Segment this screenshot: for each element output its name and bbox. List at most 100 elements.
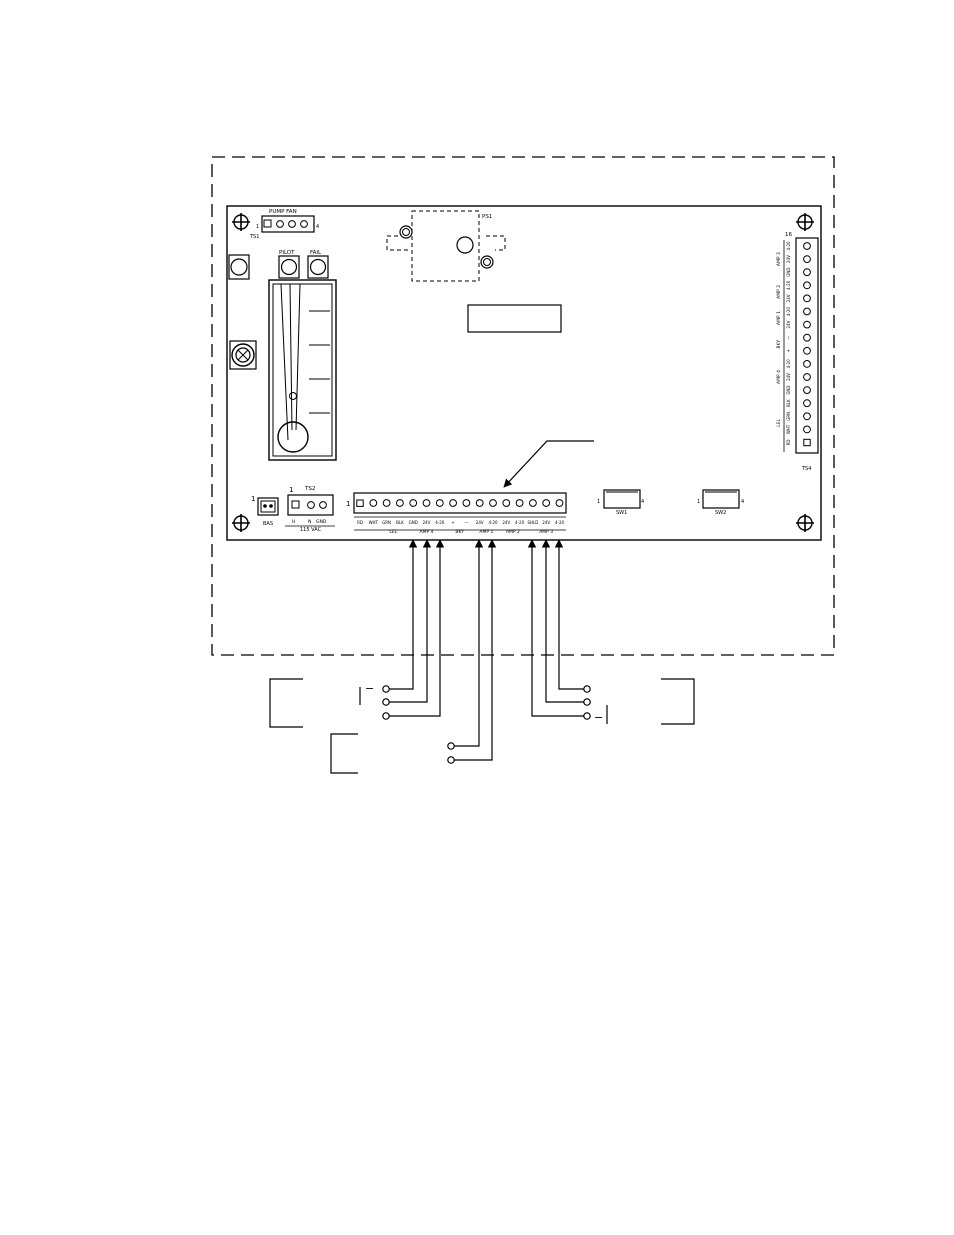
sw2-pin-first: 1 <box>697 499 700 505</box>
mounting-screw-icon <box>796 514 814 532</box>
pilot-led-icon <box>278 255 300 279</box>
ts3-terminal-label: 4-20 <box>488 520 498 525</box>
ts3-terminal <box>435 499 444 507</box>
ts4-group-label: AMP 1 <box>776 311 782 325</box>
external-device-left <box>269 678 361 728</box>
ts3-terminal <box>409 499 418 507</box>
ts3-terminal-label: RD <box>357 520 363 525</box>
ps1-label: PS1 <box>482 214 492 220</box>
ts3-group-label: AMP 3 <box>539 529 553 535</box>
ts1-pin-first: 1 <box>256 224 259 230</box>
ts3-terminal-strip <box>353 492 567 531</box>
ts4-terminal-strip <box>795 237 819 454</box>
ts3-terminal <box>396 499 404 507</box>
ts4-terminal-label: RD <box>786 440 791 446</box>
ts4-terminal-label: 24V <box>786 294 791 302</box>
mounting-screw-icon <box>232 213 250 231</box>
ts1-group-label: PUMP FAN <box>269 209 297 215</box>
external-device-center <box>330 733 358 774</box>
ts4-group-label: AMP 3 <box>776 252 782 266</box>
ts3-terminal-label: SHLD <box>527 520 538 525</box>
ts4-terminal <box>803 242 811 250</box>
ts4-terminal <box>803 268 811 277</box>
ts3-terminal <box>369 499 378 507</box>
ts3-group-label: AMP 4 <box>420 529 434 535</box>
ts3-group-label: BKY <box>455 529 464 535</box>
side-button-cap <box>230 258 248 276</box>
ts4-terminal-label: BLK <box>786 399 791 407</box>
mounting-screw-icon <box>232 514 250 532</box>
ts3-terminal <box>542 499 551 507</box>
ts3-terminal <box>449 499 458 507</box>
ts3-terminal <box>529 499 537 507</box>
ts4-terminal <box>803 386 811 395</box>
ts3-terminal-label: WHT <box>369 520 379 525</box>
ts2-terminal-label: N <box>308 519 311 525</box>
field-wires <box>389 539 584 761</box>
ts4-pin-top: 16 <box>785 232 792 238</box>
enclosure-outline <box>211 156 835 656</box>
ts3-terminal-label: — <box>464 520 468 525</box>
fail-label: FAIL <box>310 250 322 256</box>
ts4-label: TS4 <box>801 466 811 472</box>
flow-meter <box>268 279 337 461</box>
sw1-dip-switch <box>603 489 641 509</box>
sw1-pin-last: 4 <box>641 499 644 505</box>
ts3-terminal-label: 4-20 <box>555 520 565 525</box>
sw2-label: SW2 <box>715 510 726 516</box>
ts4-terminal-label: 24V <box>786 373 791 381</box>
ts3-terminal-label: GRN <box>382 520 391 525</box>
ts4-terminal <box>803 294 811 303</box>
ts4-group-label: AMP 2 <box>776 285 782 299</box>
ts1-label: TS1 <box>249 234 259 240</box>
ts3-terminal-label: GND <box>409 520 418 525</box>
ts1-pin-last: 4 <box>316 224 319 230</box>
ts3-terminal <box>502 499 511 507</box>
wire-terminals <box>382 685 591 764</box>
pointer-arrow <box>503 440 594 488</box>
ts4-terminal <box>803 320 811 329</box>
ts4-terminal <box>803 438 811 447</box>
ts3-group-label: AMP 1 <box>479 529 493 535</box>
ts3-terminal <box>489 499 497 507</box>
ts3-terminal-label: 24V <box>476 520 484 525</box>
ts3-terminal <box>555 499 564 507</box>
ts4-terminal <box>803 399 811 408</box>
ts4-group-label: AMP 4 <box>776 370 782 384</box>
ps1-pressure-switch: PS1 <box>386 210 506 282</box>
ts3-terminal <box>382 499 391 507</box>
ts4-terminal-label: GND <box>786 386 791 395</box>
ts2-power-connector <box>285 494 335 527</box>
ts2-pin-first: 1 <box>289 486 293 494</box>
ts4-terminal <box>803 425 811 434</box>
adjust-knob-icon <box>229 340 257 370</box>
ts4-group-label: LEL <box>776 418 782 426</box>
ts4-group-label: BKY <box>776 340 782 349</box>
bas-pin: 1 <box>251 495 255 503</box>
ts4-terminal <box>803 255 811 264</box>
ts3-terminal-label: 4-20 <box>435 520 445 525</box>
ts4-terminal <box>803 360 811 368</box>
ts4-terminal <box>803 333 811 342</box>
ts3-pin-first: 1 <box>346 500 350 508</box>
left-sign: − <box>365 682 374 695</box>
ts4-terminal-label: + <box>786 349 791 352</box>
ts2-group-label: 115 VAC <box>300 527 322 533</box>
flow-meter-float <box>277 421 309 453</box>
ts4-terminal-label: 4-20 <box>786 241 791 251</box>
ts3-terminal <box>475 499 484 507</box>
bas-label: BAS <box>263 521 273 527</box>
ts1-connector: PUMP FAN 1 4 TS1 <box>249 209 319 240</box>
ts4-terminal-label: — <box>786 336 791 340</box>
ts4-terminal <box>803 307 811 316</box>
ts3-terminal-label: 24V <box>542 520 550 525</box>
ts4-terminal-label: 4-20 <box>786 359 791 369</box>
right-sign: − <box>594 711 603 724</box>
ts3-terminal-label: BLK <box>396 520 404 525</box>
ts3-terminal-label: 4-20 <box>515 520 525 525</box>
sw1-pin-first: 1 <box>597 499 600 505</box>
bas-connector <box>257 497 279 516</box>
ts3-terminal <box>356 499 364 507</box>
ts3-group-label: AMP 2 <box>506 529 520 535</box>
